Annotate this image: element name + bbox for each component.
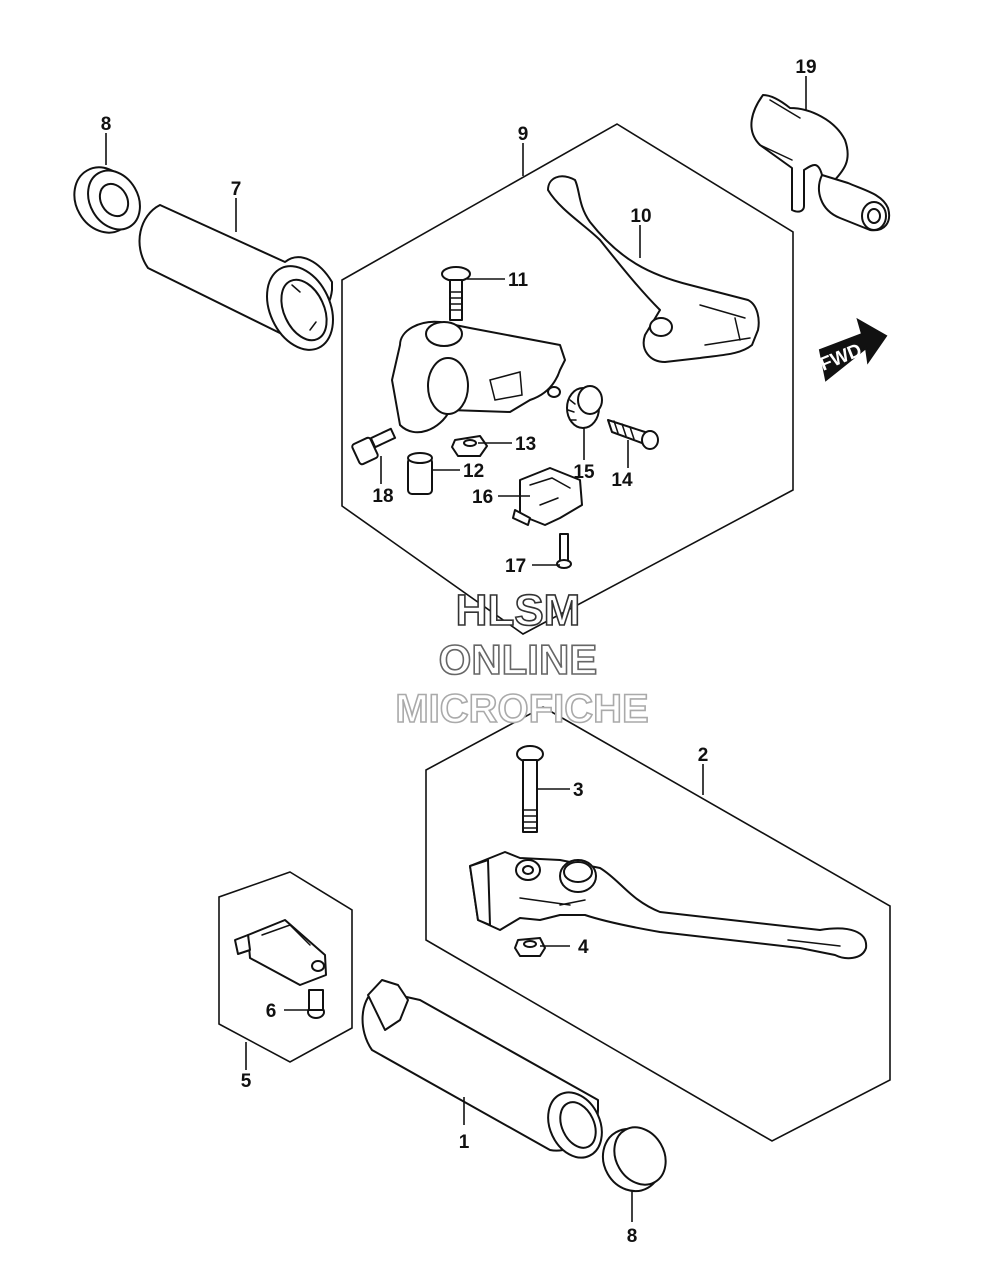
screw-part-6[interactable] (307, 989, 325, 1019)
throttle-grip-part-1[interactable] (361, 979, 612, 1166)
callout-15: 15 (573, 462, 595, 483)
callout-7: 7 (231, 179, 242, 200)
callout-18: 18 (372, 486, 393, 507)
callout-6: 6 (266, 1001, 277, 1022)
collar-part-12[interactable] (407, 452, 433, 495)
pivot-bolt-part-11[interactable] (441, 266, 471, 321)
callout-14: 14 (611, 470, 633, 491)
grip-sleeve-part-7[interactable] (138, 204, 345, 361)
callout-5: 5 (241, 1071, 252, 1092)
end-cap-part-8-bottom[interactable] (592, 1118, 676, 1202)
watermark-line-3: MICROFICHE (395, 687, 648, 731)
lever-bracket-part-9[interactable] (391, 320, 566, 434)
lever-switch-part-16[interactable] (512, 467, 583, 526)
watermark: HLSM ONLINE MICROFICHE (395, 585, 650, 732)
cable-boot-part-19[interactable] (750, 94, 890, 232)
forward-direction-arrow: FWD (817, 317, 888, 382)
lever-part-10[interactable] (547, 175, 760, 363)
callout-16: 16 (472, 487, 493, 508)
watermark-line-2: ONLINE (439, 636, 598, 683)
callout-8-top: 8 (101, 114, 112, 135)
callout-3: 3 (573, 780, 584, 801)
adjuster-screw-part-14[interactable] (607, 419, 659, 450)
lever-switch-part-5[interactable] (234, 919, 327, 986)
callout-labels: 8 7 9 19 10 11 13 12 18 15 14 16 17 2 3 … (101, 57, 817, 1247)
callout-13: 13 (515, 434, 536, 455)
callout-12: 12 (463, 461, 484, 482)
nut-part-4[interactable] (514, 937, 546, 957)
assembly-frame-9 (341, 123, 794, 635)
callout-19: 19 (795, 57, 816, 78)
screw-part-18[interactable] (351, 427, 397, 466)
ring-part-8-top[interactable] (63, 157, 151, 244)
assembly-frame-2 (425, 706, 891, 1142)
nut-part-13[interactable] (451, 435, 488, 457)
callout-8-bottom: 8 (627, 1226, 638, 1247)
callout-1: 1 (459, 1132, 470, 1153)
callout-10: 10 (630, 206, 651, 227)
callout-11: 11 (508, 270, 529, 291)
pivot-bolt-part-3[interactable] (516, 745, 544, 833)
leader-lines (105, 76, 807, 1222)
callout-9: 9 (518, 124, 529, 145)
callout-4: 4 (578, 937, 589, 958)
lever-assembly-part-2[interactable] (469, 851, 868, 960)
callout-17: 17 (505, 556, 526, 577)
adjuster-wheel-part-15[interactable] (566, 385, 603, 429)
screw-part-17[interactable] (556, 533, 572, 569)
assembly-frame-5 (218, 871, 353, 1063)
callout-2: 2 (698, 745, 709, 766)
watermark-line-1: HLSM (456, 586, 581, 635)
